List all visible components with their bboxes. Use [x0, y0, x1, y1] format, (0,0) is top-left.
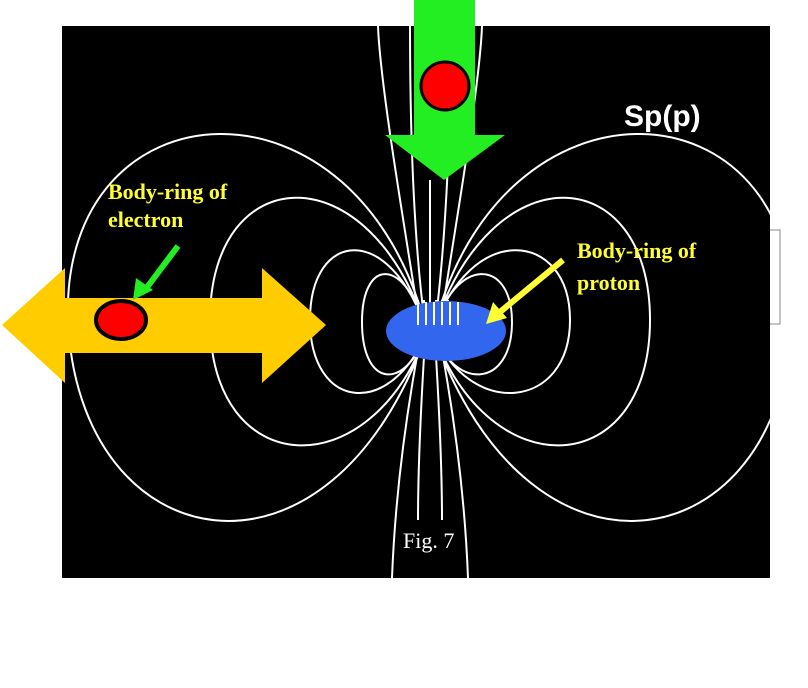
horizontal-double-arrow [2, 268, 326, 383]
proton-body-ring [386, 301, 506, 361]
field-line-right-middle [432, 196, 652, 447]
electron-body-ring [94, 299, 148, 341]
figure-caption: Fig. 7 [403, 528, 454, 553]
proton-pointer-arrow [486, 257, 565, 324]
proton-label-line2: proton [577, 270, 640, 295]
symbol-label: Sp(p) [624, 100, 701, 133]
field-line-vertical [434, 339, 443, 521]
electron-label-line1: Body-ring of [108, 179, 228, 204]
field-line-right-outer [432, 133, 794, 522]
field-line-vertical [377, 25, 421, 326]
field-line-vertical [409, 25, 426, 326]
field-line-right-innermost [432, 273, 514, 376]
field-line-right-inner [432, 249, 572, 395]
electron-label-line2: electron [108, 207, 183, 232]
field-line-vertical [439, 339, 469, 579]
field-line-vertical [391, 339, 421, 579]
field-line-left-innermost [360, 273, 428, 376]
particle-top [419, 60, 471, 112]
proton-label-line1: Body-ring of [577, 238, 697, 263]
proton-ring-field-lines [417, 302, 459, 325]
field-line-vertical [417, 339, 426, 521]
electron-pointer-arrow [133, 244, 181, 300]
edge-bracket [770, 229, 781, 325]
